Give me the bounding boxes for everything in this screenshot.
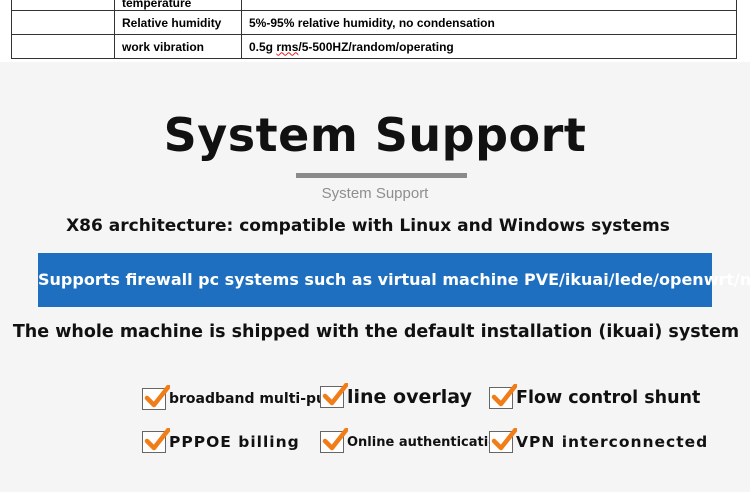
- spec-label: temperature: [114, 0, 242, 11]
- feature-label: line overlay: [347, 386, 472, 408]
- check-icon: [142, 385, 170, 410]
- table-row: temperature: [11, 0, 737, 11]
- feature-label: Flow control shunt: [516, 388, 701, 408]
- check-icon: [320, 428, 348, 453]
- feature-label: broadband multi-pull: [169, 391, 336, 407]
- feature-label: PPPOE billing: [169, 433, 300, 451]
- feature-item: PPPOE billing: [142, 428, 300, 453]
- spec-value: 0.5g rms/5-500HZ/random/operating: [241, 34, 737, 59]
- table-row: Relative humidity 5%-95% relative humidi…: [11, 10, 737, 35]
- table-cell-empty: [11, 0, 115, 11]
- feature-item: VPN interconnected: [489, 428, 709, 453]
- section-subtitle: System Support: [321, 185, 429, 202]
- highlight-text: Supports firewall pc systems such as vir…: [38, 270, 750, 289]
- architecture-text: X86 architecture: compatible with Linux …: [66, 216, 670, 236]
- spec-value: [241, 0, 737, 11]
- feature-item: Online authentication: [320, 428, 507, 453]
- table-row: work vibration 0.5g rms/5-500HZ/random/o…: [11, 34, 737, 59]
- table-cell-empty: [11, 10, 115, 35]
- highlight-band: Supports firewall pc systems such as vir…: [38, 253, 750, 307]
- spec-value: 5%-95% relative humidity, no condensatio…: [241, 10, 737, 35]
- table-cell-empty: [11, 34, 115, 59]
- spec-value-prefix: 0.5g: [249, 39, 277, 54]
- check-icon: [489, 428, 517, 453]
- feature-label: VPN interconnected: [516, 433, 709, 451]
- check-icon: [142, 428, 170, 453]
- spec-value-suffix: /5-500HZ/random/operating: [298, 39, 454, 54]
- spec-value-mark: rms: [276, 39, 299, 54]
- feature-label: Online authentication: [347, 434, 507, 450]
- spec-label: Relative humidity: [114, 10, 242, 35]
- title-underline: [296, 173, 467, 178]
- check-icon: [320, 383, 348, 408]
- check-icon: [489, 384, 517, 409]
- spec-table: temperature Relative humidity 5%-95% rel…: [11, 0, 737, 59]
- default-system-text: The whole machine is shipped with the de…: [12, 322, 740, 342]
- feature-item: line overlay: [320, 383, 472, 408]
- feature-item: broadband multi-pull: [142, 385, 336, 410]
- feature-item: Flow control shunt: [489, 384, 701, 409]
- section-title: System Support: [163, 108, 587, 162]
- spec-label: work vibration: [114, 34, 242, 59]
